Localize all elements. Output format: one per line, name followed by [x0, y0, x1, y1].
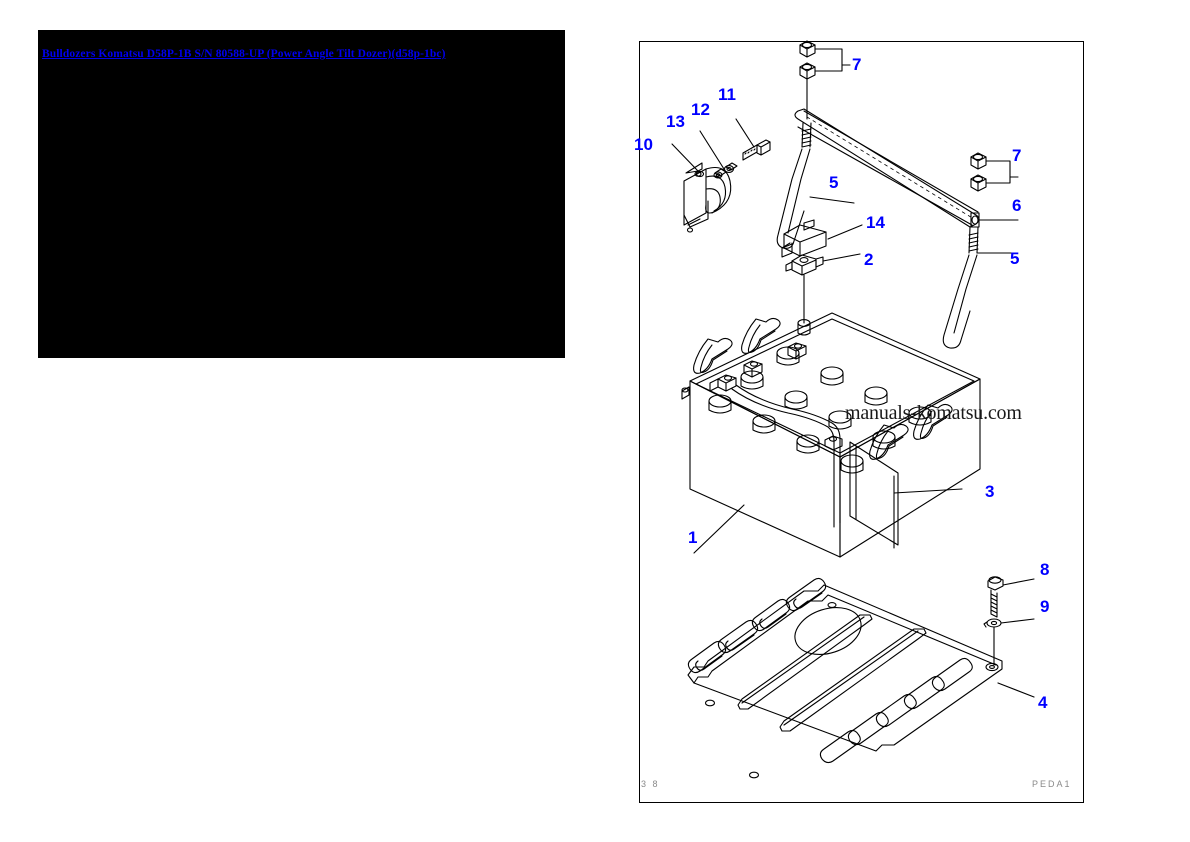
leader-3 [893, 488, 963, 494]
callout-7-top: 7 [852, 55, 862, 74]
battery-terminals [681, 342, 807, 400]
nut-upper-right [970, 152, 1011, 178]
callout-4: 4 [1038, 693, 1048, 712]
battery-body [681, 312, 981, 558]
rod-right-spring [942, 226, 1015, 349]
callout-1: 1 [688, 528, 698, 547]
callout-13: 13 [666, 112, 685, 131]
callout-6: 6 [1012, 196, 1022, 215]
nut-lower-right [970, 174, 1019, 192]
callout-10: 10 [634, 135, 653, 154]
parts-diagram-svg [671, 40, 1035, 779]
leader-13 [671, 143, 699, 172]
callout-14: 14 [866, 213, 885, 232]
callout-9: 9 [1040, 597, 1050, 616]
leader-2 [822, 253, 861, 262]
callout-12: 12 [691, 100, 710, 119]
site-watermark: manuals-komatsu.com [845, 402, 1022, 424]
callout-5-left: 5 [829, 173, 839, 192]
tie-bar [794, 108, 980, 228]
leader-14 [827, 224, 863, 240]
bolt-8 [987, 576, 1035, 618]
leader-9 [1000, 618, 1035, 624]
document-title-link[interactable]: Bulldozers Komatsu D58P-1B S/N 80588-UP … [42, 48, 446, 60]
leader-8 [1002, 578, 1035, 586]
callout-2: 2 [864, 250, 874, 269]
callout-8: 8 [1040, 560, 1050, 579]
terminal-clamp-2 [785, 253, 861, 324]
nut-upper-left [799, 40, 843, 66]
switch-block-14 [781, 219, 863, 258]
callout-3: 3 [985, 482, 995, 501]
leader-1 [693, 504, 745, 554]
cover-plate-4 [687, 577, 1035, 779]
catalog-page [632, 27, 1102, 812]
callout-7-right: 7 [1012, 146, 1022, 165]
washer-pair-12 [699, 130, 738, 179]
callout-5-right: 5 [1010, 249, 1020, 268]
leader-12 [699, 130, 725, 170]
figure-code: PEDA1 [1032, 779, 1072, 789]
leader-11 [735, 118, 755, 148]
leader-5 [809, 196, 855, 204]
nut-lower-left [799, 62, 851, 80]
document-viewer-panel: Bulldozers Komatsu D58P-1B S/N 80588-UP … [38, 30, 565, 358]
washer-13 [671, 143, 705, 178]
callout-11: 11 [718, 85, 736, 104]
parts-diagram [632, 27, 1102, 812]
bolt-11 [735, 118, 771, 161]
separator-plate-3 [849, 441, 963, 549]
leader-4 [997, 682, 1035, 698]
page-number: 3 8 [641, 779, 660, 789]
bracket-eye-right [970, 212, 1019, 228]
washer-9 [983, 618, 1035, 666]
page-border-frame [639, 41, 1084, 803]
